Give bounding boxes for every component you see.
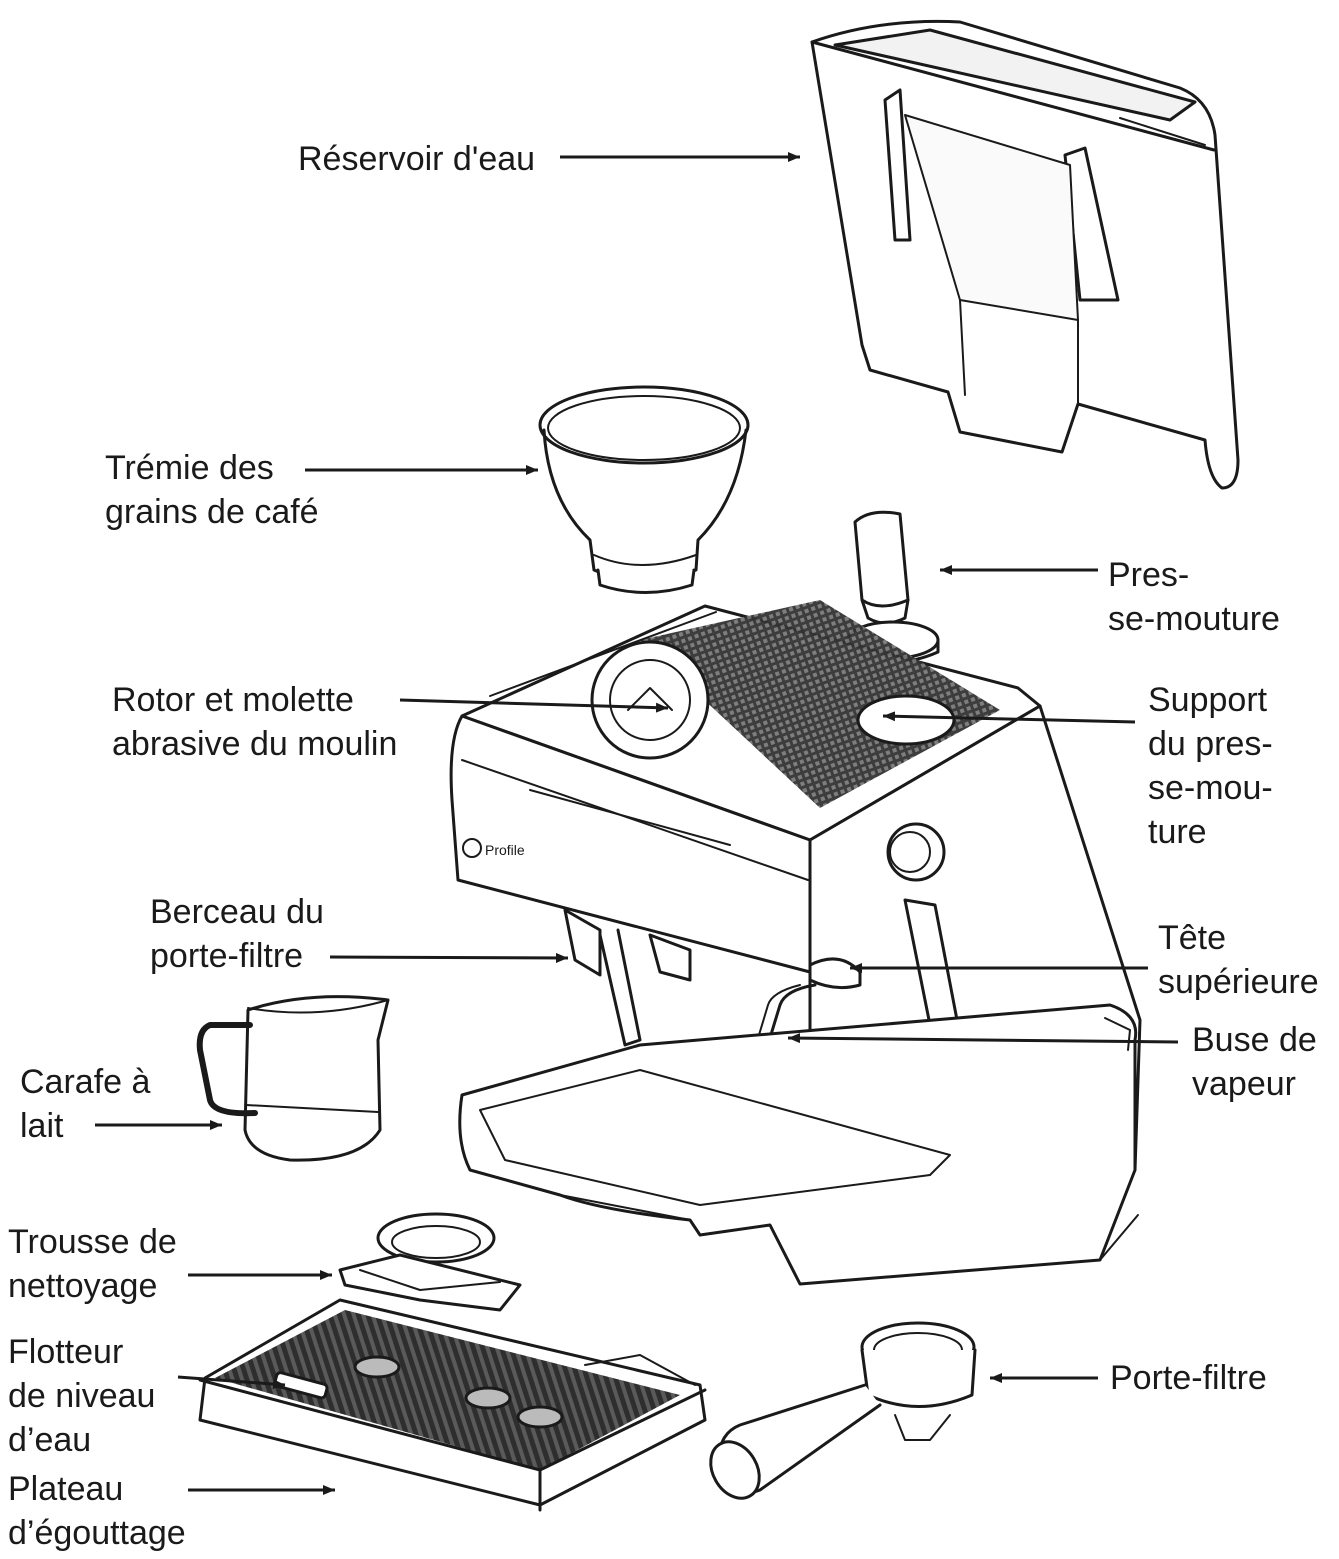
label-porte-filtre: Porte-filtre (1110, 1359, 1267, 1397)
label-berceau: Berceau du porte-filtre (150, 893, 324, 975)
label-tremie: Trémie des grains de café (105, 449, 319, 531)
base (458, 1003, 1139, 1286)
label-plateau: Plateau d’égouttage (8, 1470, 186, 1552)
water-reservoir (810, 19, 1240, 490)
label-carafe: Carafe à lait (20, 1063, 151, 1145)
label-rotor: Rotor et molette abrasive du moulin (112, 681, 398, 763)
label-buse: Buse de vapeur (1192, 1021, 1317, 1103)
milk-pitcher (196, 995, 390, 1162)
arrow-buse (787, 1033, 1179, 1044)
arrow-berceau (329, 952, 569, 963)
arrow-support (882, 711, 1136, 724)
cleaning-kit (338, 1212, 522, 1312)
label-support: Support du pres- se-mou- ture (1148, 681, 1273, 851)
profile-logo: Profile (462, 838, 525, 858)
bean-hopper (538, 385, 750, 594)
drip-tray (198, 1298, 707, 1512)
arrow-rotor (399, 698, 669, 713)
label-reservoir: Réservoir d'eau (298, 140, 536, 178)
label-flotteur: Flotteur de niveau d’eau (8, 1333, 156, 1459)
arrow-flotteur (177, 1375, 286, 1390)
label-trousse: Trousse de nettoyage (8, 1223, 177, 1305)
logo-text: Profile (485, 842, 525, 858)
label-presse-mouture: Pres- se-mouture (1108, 556, 1280, 638)
label-tete: Tête supérieure (1158, 919, 1319, 1001)
portafilter (709, 1321, 977, 1500)
